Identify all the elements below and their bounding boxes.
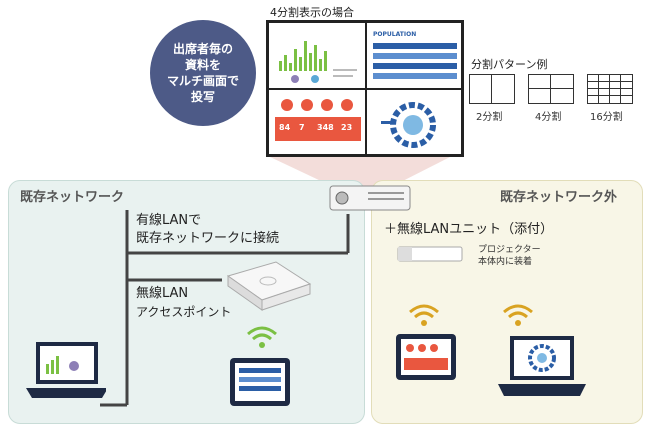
- projection-beam: [268, 156, 452, 190]
- tablet-right-icon: [396, 334, 456, 380]
- wireless-unit-icon: [397, 246, 463, 262]
- pattern-16-label: 16分割: [590, 112, 623, 123]
- tablet-icon: [230, 358, 290, 406]
- stat-2: 7: [299, 123, 305, 132]
- note-line2: 本体内に装着: [478, 257, 533, 267]
- bubble-line1: 出席者毎の: [172, 42, 233, 56]
- access-point-icon: [226, 261, 312, 311]
- pattern-2-label: 2分割: [476, 112, 503, 123]
- info-bubble: 出席者毎の 資料を マルチ画面で 投写: [150, 20, 256, 126]
- right-panel-title: 既存ネットワーク外: [500, 190, 618, 205]
- bubble-line4: 投写: [190, 90, 215, 104]
- bubble-line2: 資料を: [184, 58, 221, 72]
- left-panel-title: 既存ネットワーク: [20, 190, 125, 205]
- wifi-icon-green: [247, 326, 277, 348]
- poster-title: POPULATION: [373, 31, 417, 38]
- laptop-right-icon: [498, 336, 586, 396]
- bubble-line3: マルチ画面で: [166, 74, 239, 88]
- quadrant-bar-chart: [279, 41, 357, 83]
- population-chart: [373, 43, 457, 79]
- note-line1: プロジェクター: [478, 245, 541, 255]
- patterns-title: 分割パターン例: [471, 58, 548, 71]
- radial-chart: [381, 102, 436, 148]
- pattern-4-split: [528, 74, 574, 104]
- pattern-4-label: 4分割: [535, 112, 562, 123]
- pattern-16-split: [587, 74, 633, 104]
- stats-panel: [275, 99, 361, 141]
- stat-3: 348: [317, 123, 334, 132]
- wired-lan-line2: 既存ネットワークに接続: [136, 231, 280, 246]
- stat-4: 23: [341, 123, 353, 132]
- pattern-2-split: [469, 74, 515, 104]
- outside-network-panel: [371, 180, 643, 424]
- ap-line1: 無線LAN: [136, 286, 189, 301]
- wireless-unit-label: ＋無線LANユニット（添付）: [384, 222, 554, 237]
- split4-title: 4分割表示の場合: [270, 6, 354, 19]
- stat-1: 84: [279, 123, 291, 132]
- wifi-icon-gold-2: [503, 304, 533, 326]
- wifi-icon-gold-1: [409, 304, 439, 326]
- laptop-icon: [26, 342, 106, 398]
- projector-icon: [329, 185, 411, 211]
- ap-line2: アクセスポイント: [136, 305, 232, 319]
- wired-lan-line1: 有線LANで: [136, 213, 202, 228]
- projection-screen: POPULATION 84 7 348 23: [266, 20, 464, 157]
